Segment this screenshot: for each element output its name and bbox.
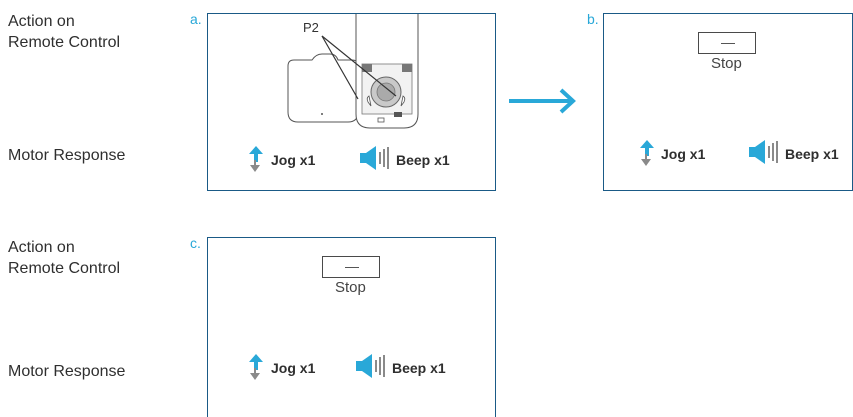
beep-label: Beep x1 [396,152,450,168]
action-label-bottom: Action on Remote Control [8,237,120,279]
panel-c: Stop Jog x1 Beep x1 [207,237,496,417]
action-label-line2: Remote Control [8,34,121,51]
panel-b: Stop Jog x1 Beep x1 [603,13,853,191]
action-label-line2: Remote Control [8,260,121,277]
stop-button-dash [345,267,359,268]
beep-icon [360,146,389,170]
beep-label: Beep x1 [785,146,839,162]
remote-control-icon [287,14,419,129]
panel-a-letter: a. [190,11,202,27]
stop-button[interactable] [322,256,380,278]
stop-button-dash [721,43,735,44]
stop-label: Stop [711,55,742,72]
jog-icon [249,146,263,172]
jog-label: Jog x1 [271,152,316,168]
jog-icon [640,140,654,166]
beep-icon [356,354,385,378]
jog-label: Jog x1 [661,146,706,162]
jog-icon [249,354,263,380]
jog-label: Jog x1 [271,360,316,376]
motor-label-top: Motor Response [8,147,126,164]
arrow-right-icon [509,88,576,114]
stop-label: Stop [335,279,366,296]
beep-label: Beep x1 [392,360,446,376]
panel-b-letter: b. [587,11,599,27]
action-label-line1: Action on [8,13,75,30]
panel-c-letter: c. [190,235,201,251]
p2-callout: P2 [303,20,319,35]
stop-button[interactable] [698,32,756,54]
action-label-line1: Action on [8,239,75,256]
panel-a: P2 Jog x1 Beep x1 [207,13,496,191]
motor-label-bottom: Motor Response [8,363,126,380]
action-label-top: Action on Remote Control [8,11,120,53]
beep-icon [749,140,778,164]
